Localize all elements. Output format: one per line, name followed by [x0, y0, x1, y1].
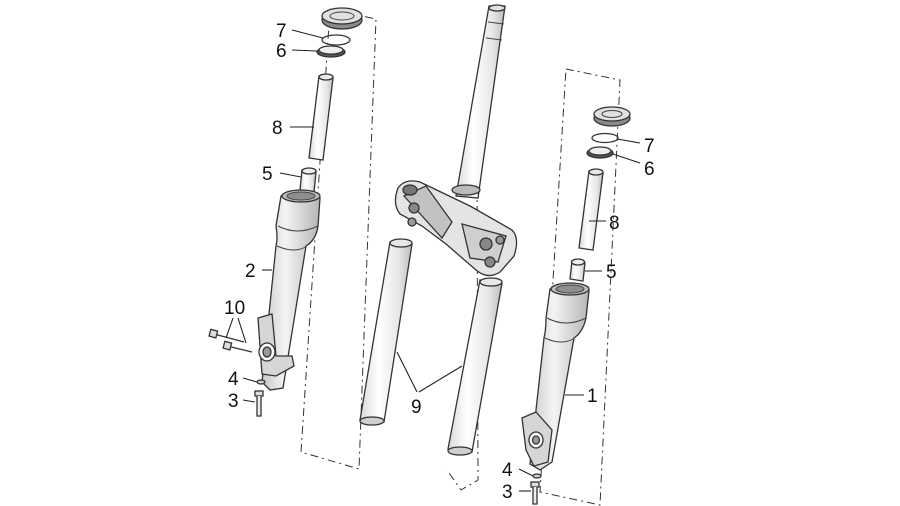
callout-left-2: 2	[245, 261, 256, 282]
left-clamp-bolts	[208, 328, 253, 353]
stanchion-tube-front	[359, 238, 413, 426]
callout-left-3: 3	[228, 391, 239, 412]
callout-right-5: 5	[606, 262, 617, 283]
callout-left-4: 4	[228, 369, 239, 390]
stanchion-tubes	[359, 238, 503, 456]
callout-left-8: 8	[272, 118, 283, 139]
callout-left-5: 5	[262, 164, 273, 185]
callout-right-1: 1	[587, 386, 598, 407]
left-o-ring	[321, 34, 351, 46]
right-slider-body	[521, 282, 590, 471]
callout-right-3: 3	[502, 482, 513, 503]
right-seal	[586, 146, 614, 159]
right-spring-tube	[578, 168, 604, 251]
left-top-cap	[321, 7, 363, 30]
callout-left-10: 10	[224, 298, 245, 319]
right-bottom-bolt	[530, 481, 540, 505]
callout-right-7: 7	[644, 136, 655, 157]
callout-labels: 7 6 8 5 2 10 4 3 7 6 8 5 1 4 3 9	[224, 21, 655, 503]
right-assembly-frame	[539, 68, 621, 506]
callout-right-8: 8	[609, 213, 620, 234]
leader-lines	[225, 29, 641, 492]
callout-left-6: 6	[276, 41, 287, 62]
center-assembly-frame	[446, 169, 479, 491]
triple-clamp	[394, 180, 518, 277]
callout-left-7: 7	[276, 21, 287, 42]
right-washer	[532, 473, 542, 479]
callout-right-4: 4	[502, 460, 513, 481]
left-slider-body	[257, 189, 321, 391]
callout-center-9: 9	[411, 397, 422, 418]
left-bottom-bolt	[254, 390, 264, 417]
left-bushing	[299, 167, 317, 193]
left-spring-tube	[308, 73, 334, 161]
right-fork-leg	[521, 106, 631, 505]
right-bushing	[569, 258, 586, 282]
stanchion-tube-rear	[447, 277, 503, 456]
steering-stem	[451, 4, 506, 199]
left-washer	[256, 379, 266, 385]
callout-right-6: 6	[644, 159, 655, 180]
left-seal	[316, 45, 346, 58]
right-top-cap	[593, 106, 631, 127]
right-o-ring	[591, 132, 619, 144]
left-fork-leg	[208, 7, 363, 417]
